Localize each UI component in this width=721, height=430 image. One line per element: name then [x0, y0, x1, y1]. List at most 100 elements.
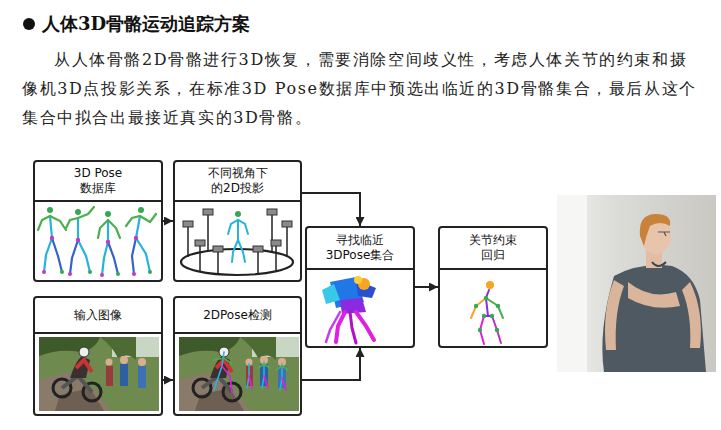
flow-arrow — [302, 348, 360, 380]
regressed-skeleton — [474, 296, 500, 332]
pose-database-figures — [107, 220, 109, 242]
person-photo — [605, 280, 624, 350]
person-photo — [658, 232, 670, 236]
camera-ring — [282, 221, 292, 227]
detected-skeletons — [258, 364, 270, 368]
regressed-skeleton — [496, 304, 500, 308]
regressed-skeleton — [471, 298, 486, 318]
detected-skeletons — [276, 366, 288, 370]
pose-database-figures — [100, 273, 104, 277]
detected-skeletons — [264, 376, 268, 388]
process-box: 2DPose检测 — [173, 296, 302, 416]
regressed-skeleton — [486, 281, 494, 289]
camera-ring — [232, 240, 238, 262]
regressed-skeleton — [484, 296, 488, 300]
camera-ring — [187, 227, 189, 257]
process-box: 关节约束 回归 — [438, 226, 548, 348]
box-label: 2DPose检测 — [203, 308, 272, 323]
detected-skeletons — [282, 378, 286, 390]
camera-ring — [271, 240, 281, 246]
pose-database-figures — [38, 207, 156, 277]
pose-database-figures — [66, 207, 94, 228]
person-photo — [602, 265, 706, 372]
box-header: 输入图像 — [35, 298, 161, 334]
camera-ring — [217, 252, 219, 274]
pose-database-figures — [75, 209, 81, 215]
person-photo — [640, 214, 670, 246]
pose-database-figures — [105, 211, 111, 217]
pose-database-figures — [42, 270, 46, 274]
regressed-skeleton — [495, 328, 499, 332]
pose-database-figures — [68, 272, 72, 276]
process-box: 3D Pose 数据库 — [33, 160, 163, 282]
box-label: 关节约束 回归 — [467, 233, 519, 263]
box-header: 2DPose检测 — [175, 298, 300, 334]
pose-database-figures — [88, 270, 92, 274]
pose-database-figures — [60, 270, 64, 274]
input-photo — [39, 337, 159, 411]
person-photo — [682, 282, 701, 348]
candidate-poses — [354, 276, 362, 284]
camera-ring — [207, 215, 209, 251]
pose-database-figures — [132, 238, 136, 274]
detected-skeletons — [214, 352, 288, 392]
camera-ring — [213, 246, 223, 252]
detection-photo — [179, 337, 299, 411]
pose-database-figures — [132, 272, 136, 276]
camera-ring — [257, 252, 259, 274]
title-text: 人体3D骨骼运动追踪方案 — [42, 11, 250, 37]
flow-arrow — [163, 379, 173, 381]
box-header: 寻找临近 3DPose集合 — [307, 228, 413, 270]
person-photo — [557, 195, 716, 372]
pose-database-figures — [77, 218, 79, 240]
box-label: 不同视角下 的2D投影 — [205, 166, 271, 196]
process-box: 不同视角下 的2D投影 — [173, 160, 302, 282]
body-paragraph: 从人体骨骼2D骨骼进行3D恢复，需要消除空间歧义性，考虑人体关节的约束和摄像机3… — [22, 45, 698, 132]
pose-database-figures — [76, 238, 80, 242]
camera-ring — [286, 227, 288, 257]
camera-ring — [188, 215, 287, 274]
candidate-poses — [356, 312, 374, 340]
detected-skeletons — [249, 376, 252, 388]
flow-arrow — [302, 193, 360, 226]
regressed-skeleton — [474, 304, 478, 308]
regressed-skeleton — [478, 328, 482, 332]
pose-database-figures — [44, 238, 52, 272]
camera-ring — [267, 209, 277, 215]
flow-arrow — [415, 286, 438, 288]
candidate-poses — [322, 276, 376, 343]
camera-ring — [237, 220, 239, 240]
camera-ring — [238, 240, 245, 262]
box-header: 关节约束 回归 — [440, 228, 546, 270]
pose-database-figures — [134, 236, 138, 240]
pose-database-figures — [47, 207, 53, 213]
box-header: 3D Pose 数据库 — [35, 162, 161, 202]
camera-ring — [199, 246, 201, 271]
box-label: 寻找临近 3DPose集合 — [322, 233, 398, 263]
regressed-skeleton — [482, 314, 486, 318]
candidate-poses — [326, 312, 340, 342]
pose-database-figures — [70, 240, 78, 274]
camera-ring — [235, 211, 241, 217]
camera-ring — [181, 209, 293, 275]
title-bullet — [23, 18, 35, 30]
camera-ring — [203, 209, 213, 215]
pose-database-figures — [42, 207, 152, 277]
process-box: 输入图像 — [33, 296, 163, 416]
box-label: 3D Pose 数据库 — [70, 166, 126, 196]
process-box: 寻找临近 3DPose集合 — [305, 226, 415, 348]
pose-database-figures — [126, 214, 156, 226]
pose-database-figures — [136, 238, 150, 272]
pose-database-figures — [98, 220, 120, 238]
pose-database-figures — [108, 242, 118, 274]
camera-ring — [253, 246, 263, 252]
regressed-skeleton — [471, 281, 503, 344]
pose-database-figures — [78, 240, 90, 272]
detected-skeletons — [222, 366, 232, 392]
detected-skeletons — [214, 358, 232, 364]
camera-ring — [183, 221, 193, 227]
candidate-poses — [350, 312, 356, 343]
person-photo — [557, 195, 587, 372]
regressed-skeleton — [490, 314, 494, 318]
